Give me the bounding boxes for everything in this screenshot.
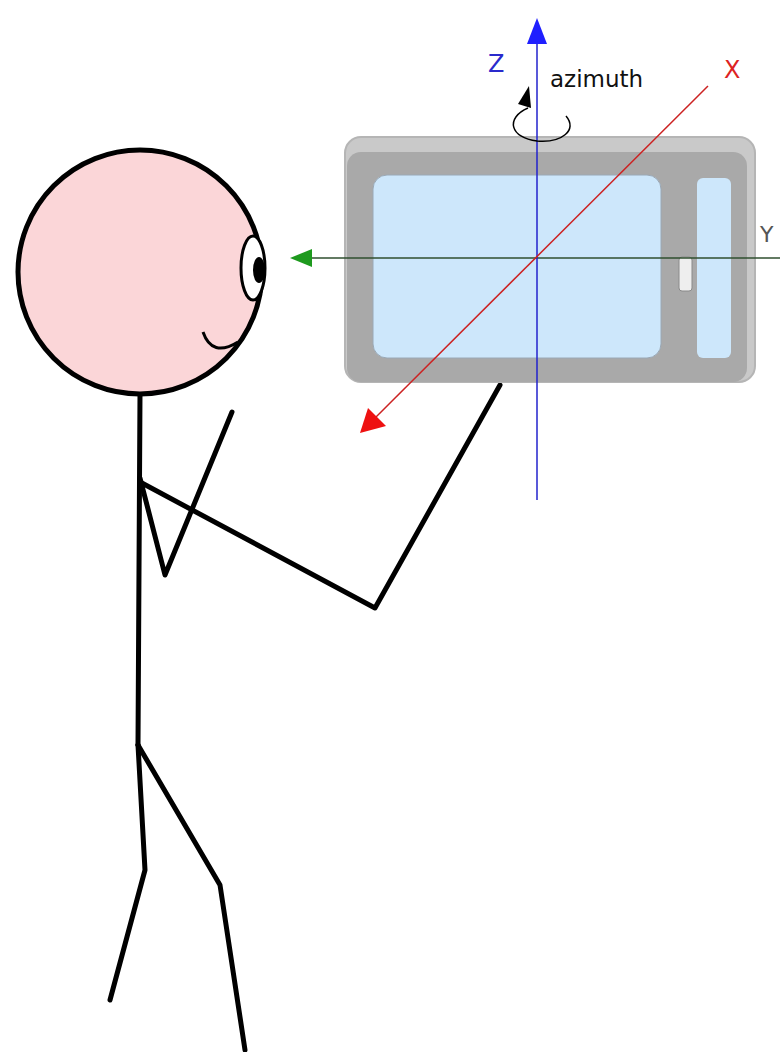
axes	[290, 18, 780, 500]
eye	[241, 236, 265, 300]
phone	[345, 137, 755, 382]
head	[18, 150, 262, 394]
axis-label: X	[724, 58, 740, 82]
axis-label: Z	[488, 52, 504, 76]
rotation-label: azimuth	[550, 68, 643, 91]
stick-figure	[110, 385, 500, 1050]
axis-label: Y	[760, 224, 773, 246]
smile	[203, 332, 238, 348]
pupil	[253, 257, 265, 283]
